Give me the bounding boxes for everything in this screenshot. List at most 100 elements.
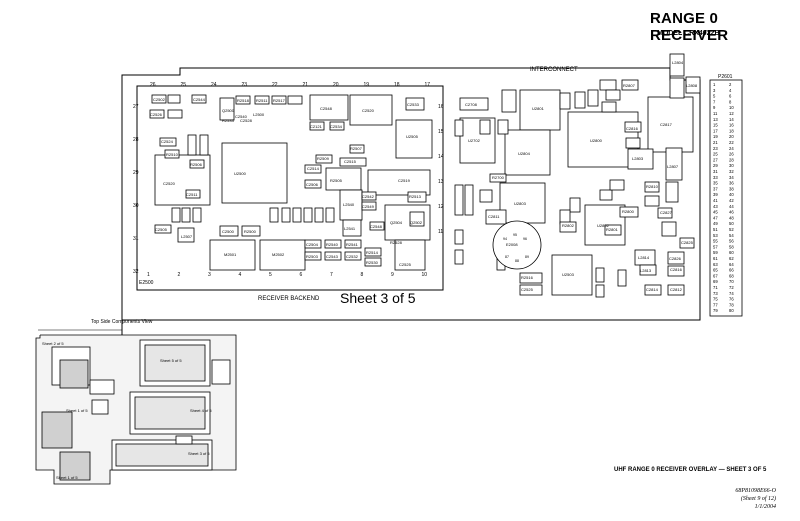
sheet-label: Sheet 3 of 5 <box>340 290 416 306</box>
pin-bottom-4: 4 <box>239 272 242 278</box>
svg-text:L2500: L2500 <box>253 112 265 117</box>
pin-bottom-8: 8 <box>361 272 364 278</box>
svg-text:R2802: R2802 <box>562 223 575 228</box>
conn-pin-36: 36 <box>729 181 734 186</box>
conn-pin-13: 13 <box>713 117 718 122</box>
svg-text:C2532: C2532 <box>346 254 359 259</box>
svg-text:L2507: L2507 <box>181 234 193 239</box>
conn-pin-23: 23 <box>713 146 718 151</box>
svg-text:C2500: C2500 <box>222 229 235 234</box>
conn-pin-75: 75 <box>713 297 718 302</box>
svg-text:Sheet 4 of 5: Sheet 4 of 5 <box>190 408 212 413</box>
conn-pin-5: 5 <box>713 94 716 99</box>
svg-text:R2505: R2505 <box>330 178 343 183</box>
conn-pin-50: 50 <box>729 221 734 226</box>
conn-pin-39: 39 <box>713 192 718 197</box>
svg-text:R2528: R2528 <box>390 240 403 245</box>
svg-text:Sheet 5 of 5: Sheet 5 of 5 <box>160 358 182 363</box>
svg-text:C2520: C2520 <box>163 181 176 186</box>
conn-pin-20: 20 <box>729 134 734 139</box>
interconnect-label: INTERCONNECT <box>530 67 578 73</box>
pin-left-30: 30 <box>133 203 139 209</box>
pin-right-13: 13 <box>438 179 444 185</box>
svg-text:L2808: L2808 <box>686 83 698 88</box>
conn-pin-40: 40 <box>729 192 734 197</box>
svg-text:C2533: C2533 <box>407 102 420 107</box>
pin-bottom-6: 6 <box>300 272 303 278</box>
pin-left-27: 27 <box>133 104 139 110</box>
conn-pin-18: 18 <box>729 128 734 133</box>
svg-text:R2500: R2500 <box>244 229 257 234</box>
svg-text:U2804: U2804 <box>518 151 531 156</box>
conn-pin-21: 21 <box>713 140 718 145</box>
svg-text:R2510: R2510 <box>166 152 179 157</box>
conn-pin-4: 4 <box>729 88 732 93</box>
conn-pin-19: 19 <box>713 134 718 139</box>
svg-text:C2549: C2549 <box>362 204 375 209</box>
svg-text:87: 87 <box>505 255 509 259</box>
page-title: RANGE 0 RECEIVER <box>650 10 729 44</box>
svg-text:Sheet 1 of 5: Sheet 1 of 5 <box>56 475 78 480</box>
svg-text:R2541: R2541 <box>346 242 359 247</box>
pin-top-21: 21 <box>303 82 309 88</box>
backend-shield <box>136 85 444 291</box>
conn-pin-32: 32 <box>729 169 734 174</box>
svg-text:U2505: U2505 <box>406 134 419 139</box>
conn-pin-56: 56 <box>729 239 734 244</box>
conn-pin-65: 65 <box>713 268 718 273</box>
svg-text:M2502: M2502 <box>272 252 285 257</box>
svg-text:C2506: C2506 <box>306 182 319 187</box>
receiver-backend-label: RECEIVER BACKEND <box>258 296 320 302</box>
svg-text:L2540: L2540 <box>343 202 355 207</box>
conn-pin-46: 46 <box>729 210 734 215</box>
svg-text:L2814: L2814 <box>638 255 650 260</box>
conn-pin-7: 7 <box>713 99 716 104</box>
top-view-map <box>35 334 237 485</box>
model-number: MODEL CRX4022B <box>657 30 720 37</box>
svg-text:U2801: U2801 <box>532 106 545 111</box>
pin-top-22: 22 <box>272 82 278 88</box>
svg-text:R2810: R2810 <box>646 184 659 189</box>
pin-top-17: 17 <box>425 82 431 88</box>
pin-right-16: 16 <box>438 104 444 110</box>
conn-pin-61: 61 <box>713 256 718 261</box>
conn-pin-16: 16 <box>729 123 734 128</box>
conn-pin-8: 8 <box>729 99 732 104</box>
pin-bottom-10: 10 <box>422 272 428 278</box>
svg-text:R2506: R2506 <box>190 162 203 167</box>
conn-pin-34: 34 <box>729 175 734 180</box>
conn-pin-62: 62 <box>729 256 734 261</box>
conn-pin-28: 28 <box>729 157 734 162</box>
pin-right-14: 14 <box>438 154 444 160</box>
svg-text:Q2504: Q2504 <box>390 220 403 225</box>
svg-text:R2807: R2807 <box>623 83 636 88</box>
svg-text:C2542: C2542 <box>362 194 375 199</box>
svg-text:C2525: C2525 <box>399 262 412 267</box>
svg-text:C2524: C2524 <box>161 139 174 144</box>
svg-text:C2511: C2511 <box>186 192 198 197</box>
conn-pin-57: 57 <box>713 244 718 249</box>
conn-pin-52: 52 <box>729 227 734 232</box>
conn-pin-78: 78 <box>729 302 734 307</box>
svg-text:C2816: C2816 <box>670 267 683 272</box>
svg-text:C2544: C2544 <box>193 97 206 102</box>
svg-text:C2528: C2528 <box>240 118 253 123</box>
pin-bottom-2: 2 <box>178 272 181 278</box>
conn-pin-43: 43 <box>713 204 718 209</box>
svg-text:Q2502: Q2502 <box>410 220 423 225</box>
overlay-caption: UHF RANGE 0 RECEIVER OVERLAY — SHEET 3 O… <box>614 467 767 473</box>
svg-text:C2540: C2540 <box>235 114 248 119</box>
conn-pin-71: 71 <box>713 285 718 290</box>
svg-text:L2807: L2807 <box>667 164 679 169</box>
conn-pin-72: 72 <box>729 285 734 290</box>
svg-text:R2518: R2518 <box>237 98 250 103</box>
conn-pin-27: 27 <box>713 157 718 162</box>
svg-text:R2801: R2801 <box>606 227 619 232</box>
conn-pin-14: 14 <box>729 117 734 122</box>
conn-pin-58: 58 <box>729 244 734 249</box>
pin-bottom-5: 5 <box>269 272 272 278</box>
conn-pin-33: 33 <box>713 175 718 180</box>
